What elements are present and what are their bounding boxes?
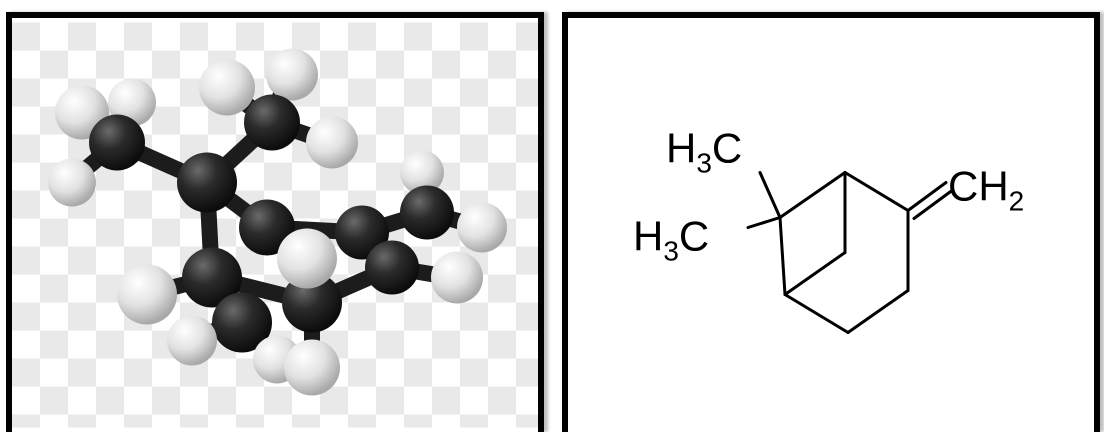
bond [783, 293, 850, 334]
carbon-atom [244, 94, 300, 151]
ball-and-stick-model [12, 22, 538, 428]
carbon-atom [212, 292, 272, 353]
hydrogen-atom [199, 59, 255, 116]
hydrogen-atoms-front [117, 116, 507, 396]
carbon-atom [335, 205, 389, 260]
carbon-atom [400, 185, 454, 240]
methylene-label: CH2 [948, 163, 1024, 217]
hydrogen-atom [266, 48, 318, 101]
methyl-label-bottom: H3C [633, 213, 709, 267]
bond [758, 171, 782, 219]
hydrogen-atom [108, 78, 156, 127]
bond [846, 289, 910, 334]
skeletal-structure: H3C H3C CH2 [633, 125, 1024, 334]
bond [843, 171, 910, 212]
hydrogen-atom [277, 228, 337, 289]
hydrogen-atom [457, 202, 507, 253]
carbon-atom [89, 114, 145, 171]
double-bond-line [912, 189, 954, 220]
bond [778, 171, 847, 219]
bond [783, 251, 847, 296]
carbon-atoms [89, 94, 454, 353]
double-bond-line [906, 181, 948, 212]
skeletal-structure-panel: H3C H3C CH2 [562, 12, 1100, 432]
bond [778, 216, 787, 296]
hydrogen-atom [400, 150, 444, 195]
carbon-atom [182, 247, 242, 308]
hydrogen-atom [117, 264, 177, 325]
hydrogen-atom [48, 158, 96, 207]
carbon-atom [282, 272, 342, 333]
carbon-atom [177, 152, 237, 213]
hydrogen-atom [431, 251, 483, 304]
hydrogen-atom [167, 315, 217, 366]
hydrogen-atom [284, 339, 340, 396]
hydrogen-atom [306, 116, 358, 169]
methyl-label-top: H3C [666, 125, 742, 179]
ball-and-stick-model-panel [6, 12, 544, 432]
carbon-atom [239, 199, 295, 256]
carbon-atom [365, 240, 419, 295]
skeletal-bonds [746, 171, 954, 334]
bond [746, 216, 782, 229]
